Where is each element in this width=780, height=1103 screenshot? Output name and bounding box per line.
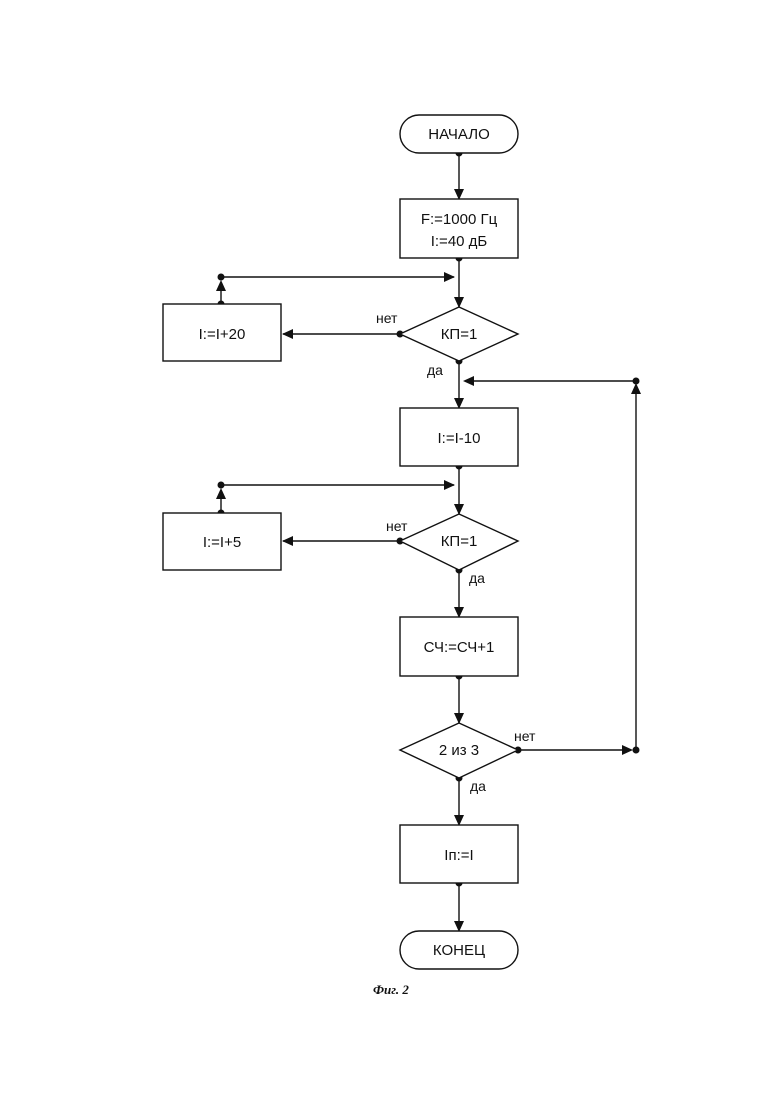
result-process: Iп:=I [400,825,518,883]
decrement-10-process: I:=I-10 [400,408,518,466]
decision-2-yes-label: да [469,570,485,586]
init-line1: F:=1000 Гц [421,211,498,228]
decision-2: КП=1 [400,514,518,570]
decision-1-no-label: нет [376,310,398,326]
end-label: КОНЕЦ [433,942,485,959]
result-label: Iп:=I [444,847,473,864]
arrow-up [216,488,226,499]
arrow-up [631,383,641,394]
arrow-left [463,376,474,386]
arrow-up [216,280,226,291]
arrow-left [282,536,293,546]
decision-1: КП=1 [400,307,518,361]
decision-3: 2 из 3 [400,723,518,778]
increment-5-process: I:=I+5 [163,513,281,570]
decision-1-yes-label: да [427,362,443,378]
arrow-right [444,480,455,490]
decision-1-label: КП=1 [441,326,478,343]
decision-3-no-label: нет [514,728,536,744]
start-label: НАЧАЛО [428,126,490,143]
decision-3-label: 2 из 3 [439,742,479,759]
init-line2: I:=40 дБ [431,233,488,250]
counter-label: СЧ:=СЧ+1 [424,639,495,656]
figure-caption: Фиг. 2 [373,982,409,997]
increment-5-label: I:=I+5 [203,534,241,551]
start-terminator: НАЧАЛО [400,115,518,153]
arrow-left [282,329,293,339]
init-process: F:=1000 Гц I:=40 дБ [400,199,518,258]
decrement-10-label: I:=I-10 [438,430,481,447]
increment-20-label: I:=I+20 [199,326,246,343]
increment-20-process: I:=I+20 [163,304,281,361]
decision-3-yes-label: да [470,778,486,794]
arrow-right [622,745,633,755]
counter-process: СЧ:=СЧ+1 [400,617,518,676]
arrow-right [444,272,455,282]
end-terminator: КОНЕЦ [400,931,518,969]
decision-2-label: КП=1 [441,533,478,550]
decision-2-no-label: нет [386,518,408,534]
